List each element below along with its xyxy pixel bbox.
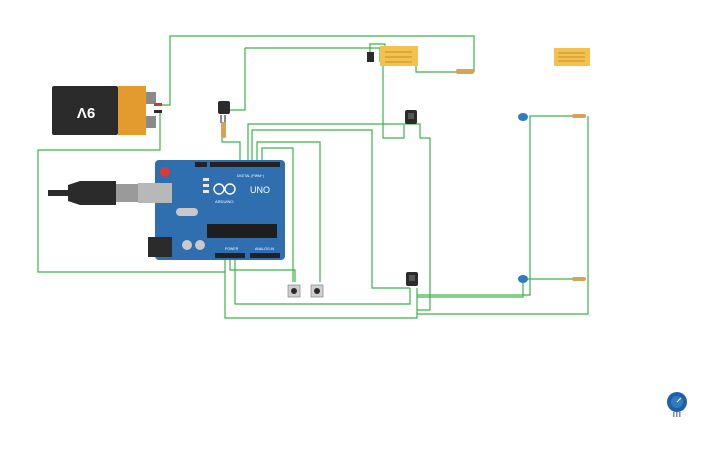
wire-transistor-relay[interactable] bbox=[230, 48, 246, 111]
wire-bottom-loop[interactable] bbox=[224, 272, 418, 319]
potentiometer-pin-1 bbox=[673, 412, 675, 417]
wire-d-bus-4[interactable] bbox=[261, 147, 294, 282]
pushbutton-1[interactable] bbox=[287, 284, 301, 298]
relay-module-icon bbox=[380, 46, 418, 66]
battery-9v[interactable]: 9V bbox=[52, 86, 162, 135]
wire-gnd-loop[interactable] bbox=[234, 258, 411, 305]
relay-module-2[interactable] bbox=[554, 48, 590, 66]
resistor-icon bbox=[572, 277, 586, 281]
arduino-capacitor-2 bbox=[195, 240, 205, 250]
battery-terminal-pos[interactable] bbox=[146, 92, 156, 104]
battery-body bbox=[52, 86, 118, 135]
led-icon bbox=[518, 275, 528, 283]
battery-voltage-label: 9V bbox=[77, 104, 95, 121]
usb-cable-strain bbox=[68, 181, 80, 205]
transistor-leg-2 bbox=[224, 115, 226, 123]
arduino-model-label: UNO bbox=[250, 185, 270, 195]
relay-module-1[interactable] bbox=[367, 46, 418, 66]
switch-lower[interactable] bbox=[406, 272, 418, 286]
battery-terminal-neg[interactable] bbox=[146, 116, 156, 128]
potentiometer-indicator bbox=[676, 397, 682, 403]
arduino-reset-button[interactable] bbox=[160, 167, 170, 177]
pushbutton-2-cap bbox=[314, 288, 320, 294]
resistor-icon bbox=[572, 114, 586, 118]
wire-battery-top[interactable] bbox=[160, 35, 475, 106]
wire-relay-coil[interactable] bbox=[245, 47, 381, 62]
arduino-analog-label: ANALOG IN bbox=[255, 247, 275, 251]
battery-lead-red bbox=[154, 103, 162, 106]
wire-relay-down[interactable] bbox=[382, 62, 405, 139]
resistor-led-1[interactable] bbox=[572, 114, 586, 118]
usb-cable[interactable] bbox=[48, 181, 138, 205]
arduino-logo-left bbox=[213, 183, 225, 195]
switch-upper[interactable] bbox=[405, 110, 417, 124]
transistor-leg-1 bbox=[220, 115, 222, 123]
arduino-power-label: POWER bbox=[225, 247, 239, 251]
arduino-led-l bbox=[203, 178, 209, 181]
wire-d-bus-1[interactable] bbox=[247, 123, 421, 160]
potentiometer[interactable] bbox=[667, 392, 687, 417]
wire-relay-out[interactable] bbox=[415, 62, 460, 73]
wire-right-led2[interactable] bbox=[417, 278, 575, 298]
wire-right-lower[interactable] bbox=[417, 115, 575, 296]
arduino-digital-label: DIGITAL (PWM~) bbox=[237, 174, 264, 178]
arduino-led-tx bbox=[203, 184, 209, 187]
transistor-q1[interactable] bbox=[218, 101, 230, 123]
arduino-crystal bbox=[176, 208, 198, 216]
potentiometer-pin-3 bbox=[679, 412, 681, 417]
arduino-usb-port[interactable] bbox=[138, 183, 172, 203]
arduino-brand-label: ARDUINO bbox=[215, 199, 233, 204]
resistor-icon bbox=[221, 122, 226, 138]
arduino-digital-header[interactable] bbox=[210, 162, 280, 167]
arduino-power-header[interactable] bbox=[215, 253, 245, 258]
arduino-dc-jack[interactable] bbox=[148, 237, 172, 257]
battery-cap bbox=[118, 86, 146, 135]
arduino-analog-header[interactable] bbox=[250, 253, 280, 258]
switch-upper-cap bbox=[408, 113, 414, 119]
transistor-icon bbox=[218, 101, 230, 114]
usb-cable-tail bbox=[48, 190, 68, 196]
resistor-relay[interactable] bbox=[456, 69, 474, 74]
usb-connector bbox=[116, 184, 138, 202]
pushbutton-1-cap bbox=[291, 288, 297, 294]
arduino-aref-header[interactable] bbox=[195, 162, 207, 167]
wire-d-bus-2[interactable] bbox=[251, 129, 410, 289]
potentiometer-pin-2 bbox=[676, 412, 678, 417]
usb-cable-plug bbox=[80, 181, 116, 205]
led-icon bbox=[518, 113, 528, 121]
battery-lead-black bbox=[154, 110, 162, 113]
arduino-logo-right bbox=[224, 183, 236, 195]
wire-right-mid[interactable] bbox=[417, 137, 431, 311]
wires bbox=[37, 35, 589, 319]
wire-right-outer[interactable] bbox=[417, 116, 589, 315]
wire-left-loop[interactable] bbox=[37, 112, 226, 273]
wire-btn-bottom-1[interactable] bbox=[229, 258, 296, 282]
resistor-base[interactable] bbox=[221, 122, 226, 138]
pushbutton-2[interactable] bbox=[310, 284, 324, 298]
arduino-led-rx bbox=[203, 190, 209, 193]
arduino-microcontroller bbox=[207, 224, 277, 238]
led-1[interactable] bbox=[518, 113, 528, 121]
arduino-board bbox=[155, 160, 285, 260]
relay-1-diode bbox=[367, 52, 374, 62]
led-2[interactable] bbox=[518, 275, 528, 283]
wire-d-bus-3[interactable] bbox=[256, 141, 321, 282]
resistor-icon bbox=[456, 69, 474, 74]
arduino-uno[interactable]: UNO ARDUINO DIGITAL (PWM~) POWER ANALOG … bbox=[138, 160, 285, 260]
arduino-capacitor-1 bbox=[182, 240, 192, 250]
resistor-led-2[interactable] bbox=[572, 277, 586, 281]
switch-lower-cap bbox=[409, 275, 415, 281]
